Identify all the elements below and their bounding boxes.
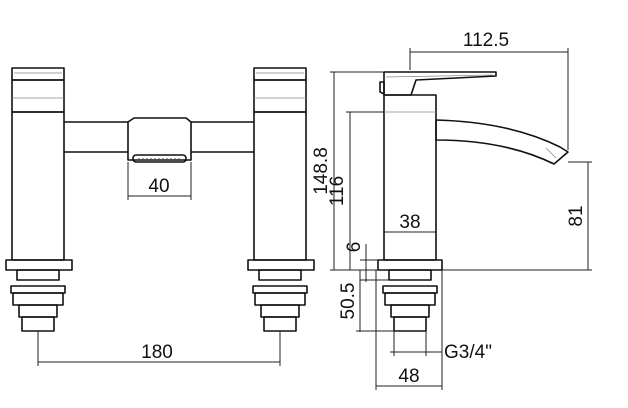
dim-shank-length: 50.5 [338,270,394,332]
front-view: 40 180 [5,67,315,366]
dim-overall-height: 148.8 [311,71,384,271]
dim-outlet-width-label: 40 [148,176,169,197]
side-view: 112.5 148.8 116 81 38 [311,30,592,390]
dim-base-gap-label: 6 [344,242,365,253]
dim-thread-label: G3/4" [444,342,492,363]
side-body [377,71,569,332]
dim-body-height-label: 116 [327,176,348,206]
dim-outlet-height: 81 [442,161,592,271]
dim-overall-height-label: 148.8 [311,147,332,195]
dim-shank-width-label: 48 [398,366,419,387]
dim-outlet-height-label: 81 [566,205,587,226]
dim-centres-label: 180 [141,342,173,363]
right-pillar [247,67,315,332]
dim-outlet-width: 40 [127,162,192,200]
dim-spout-reach-label: 112.5 [463,30,509,51]
dim-centres: 180 [37,331,281,366]
dim-spout-reach: 112.5 [409,30,569,150]
dim-shank-width: 48 [375,270,443,390]
dim-body-width-label: 38 [399,212,420,233]
dim-base-gap: 6 [344,242,389,282]
dim-thread: G3/4" [390,331,492,363]
dim-body-height: 116 [327,111,384,270]
bridge-with-outlet [64,117,254,163]
left-pillar [5,67,73,332]
dim-body-width: 38 [384,212,436,233]
dim-shank-length-label: 50.5 [338,283,359,320]
